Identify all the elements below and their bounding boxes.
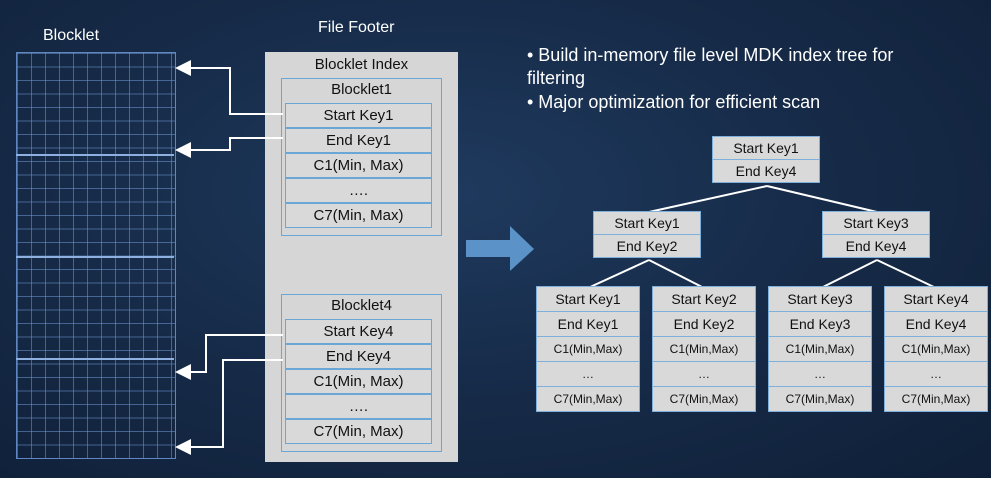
leaf-c1-minmax: C1(Min,Max): [536, 336, 640, 362]
root-start-key: Start Key1: [712, 136, 820, 160]
blocklet-separator: [16, 154, 174, 156]
blocklet4-index-group: Blocklet4 Start Key4 End Key4 C1(Min, Ma…: [281, 294, 442, 452]
tree-leaf-node: Start Key2 End Key2 C1(Min,Max) … C7(Min…: [652, 286, 756, 412]
group-name: Blocklet4: [331, 297, 392, 314]
end-key-cell: End Key4: [285, 344, 432, 369]
c1-minmax-cell: C1(Min, Max): [285, 369, 432, 394]
leaf-start-key: Start Key1: [536, 286, 640, 312]
leaf-c7-minmax: C7(Min,Max): [652, 386, 756, 412]
bullet-line-2: filtering: [527, 68, 586, 88]
tree-root-node: Start Key1 End Key4: [712, 136, 820, 183]
leaf-c7-minmax: C7(Min,Max): [884, 386, 988, 412]
c7-minmax-cell: C7(Min, Max): [285, 203, 432, 228]
arrow-start-key1: [175, 60, 283, 115]
mid-end-key: End Key2: [593, 234, 701, 258]
blocklet-index-title: Blocklet Index: [314, 56, 409, 73]
tree-mid-node-right: Start Key3 End Key4: [822, 211, 930, 258]
c7-minmax-cell: C7(Min, Max): [285, 419, 432, 444]
blocklet-separator: [16, 256, 174, 258]
c1-minmax-cell: C1(Min, Max): [285, 153, 432, 178]
blocklet-grid: [16, 52, 176, 459]
tree-mid-node-left: Start Key1 End Key2: [593, 211, 701, 258]
leaf-start-key: Start Key3: [768, 286, 872, 312]
leaf-c1-minmax: C1(Min,Max): [768, 336, 872, 362]
leaf-end-key: End Key3: [768, 311, 872, 337]
mid-end-key: End Key4: [822, 234, 930, 258]
leaf-ellipsis: …: [884, 361, 988, 387]
leaf-c1-minmax: C1(Min,Max): [652, 336, 756, 362]
leaf-end-key: End Key1: [536, 311, 640, 337]
leaf-start-key: Start Key2: [652, 286, 756, 312]
mid-start-key: Start Key3: [822, 211, 930, 235]
start-key-cell: Start Key1: [285, 103, 432, 128]
bullet-line-1: • Build in-memory file level MDK index t…: [527, 45, 894, 65]
leaf-c7-minmax: C7(Min,Max): [768, 386, 872, 412]
arrow-end-key1: [175, 137, 283, 158]
bullet-line-3: • Major optimization for efficient scan: [527, 92, 821, 112]
leaf-c7-minmax: C7(Min,Max): [536, 386, 640, 412]
tree-leaf-node: Start Key1 End Key1 C1(Min,Max) … C7(Min…: [536, 286, 640, 412]
leaf-c1-minmax: C1(Min,Max): [884, 336, 988, 362]
big-right-arrow: [466, 226, 534, 271]
leaf-ellipsis: …: [536, 361, 640, 387]
blocklet1-index-group: Blocklet1 Start Key1 End Key1 C1(Min, Ma…: [281, 78, 442, 236]
tree-leaf-node: Start Key3 End Key3 C1(Min,Max) … C7(Min…: [768, 286, 872, 412]
root-end-key: End Key4: [712, 159, 820, 183]
mid-start-key: Start Key1: [593, 211, 701, 235]
ellipsis-cell: ….: [285, 394, 432, 419]
leaf-ellipsis: …: [652, 361, 756, 387]
file-footer-title: File Footer: [318, 19, 395, 36]
tree-leaf-node: Start Key4 End Key4 C1(Min,Max) … C7(Min…: [884, 286, 988, 412]
arrow-end-key4: [175, 359, 283, 455]
file-footer-panel: Blocklet Index Blocklet1 Start Key1 End …: [265, 52, 458, 462]
leaf-end-key: End Key4: [884, 311, 988, 337]
group-name: Blocklet1: [331, 81, 392, 98]
leaf-end-key: End Key2: [652, 311, 756, 337]
blocklet-separator: [16, 358, 174, 360]
ellipsis-cell: ….: [285, 178, 432, 203]
start-key-cell: Start Key4: [285, 319, 432, 344]
blocklet-label: Blocklet: [43, 27, 100, 44]
arrow-start-key4: [175, 334, 283, 380]
leaf-start-key: Start Key4: [884, 286, 988, 312]
leaf-ellipsis: …: [768, 361, 872, 387]
tree-connectors: [587, 185, 937, 289]
end-key-cell: End Key1: [285, 128, 432, 153]
